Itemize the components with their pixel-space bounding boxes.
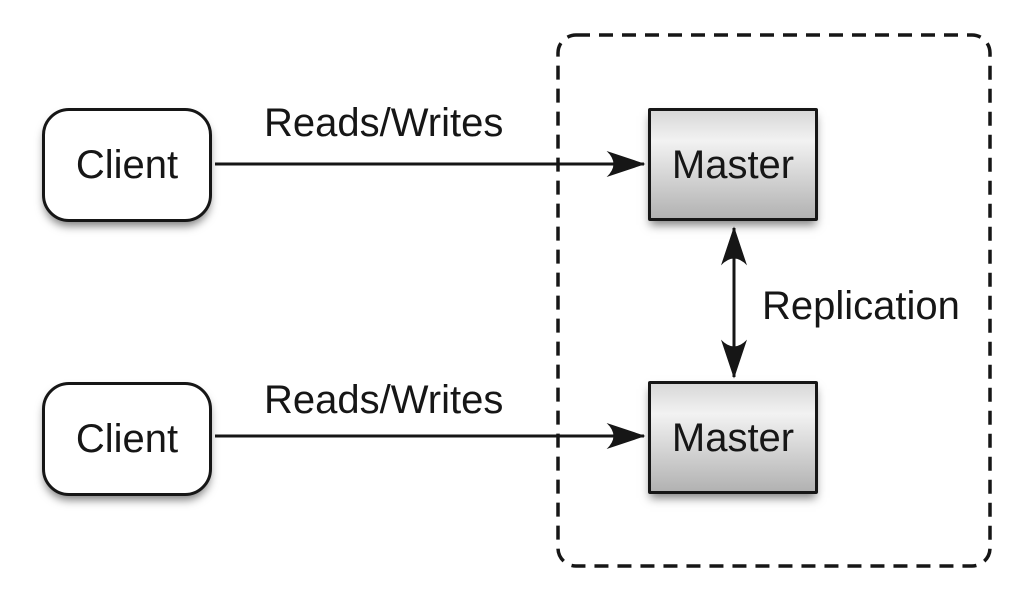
replication-group-border [556, 33, 992, 568]
node-client-bottom-label: Client [75, 417, 179, 461]
node-master-top-label: Master [671, 142, 795, 187]
node-master-bottom: Master [648, 381, 818, 494]
node-client-top-label: Client [75, 143, 179, 187]
edge-label-reads-writes-top: Reads/Writes [264, 101, 504, 145]
edge-label-reads-writes-bottom: Reads/Writes [264, 378, 504, 422]
node-master-bottom-label: Master [671, 415, 795, 460]
node-master-top: Master [648, 108, 818, 221]
node-client-top: Client [42, 108, 212, 222]
node-client-bottom: Client [42, 382, 212, 496]
edge-label-replication: Replication [762, 284, 960, 328]
